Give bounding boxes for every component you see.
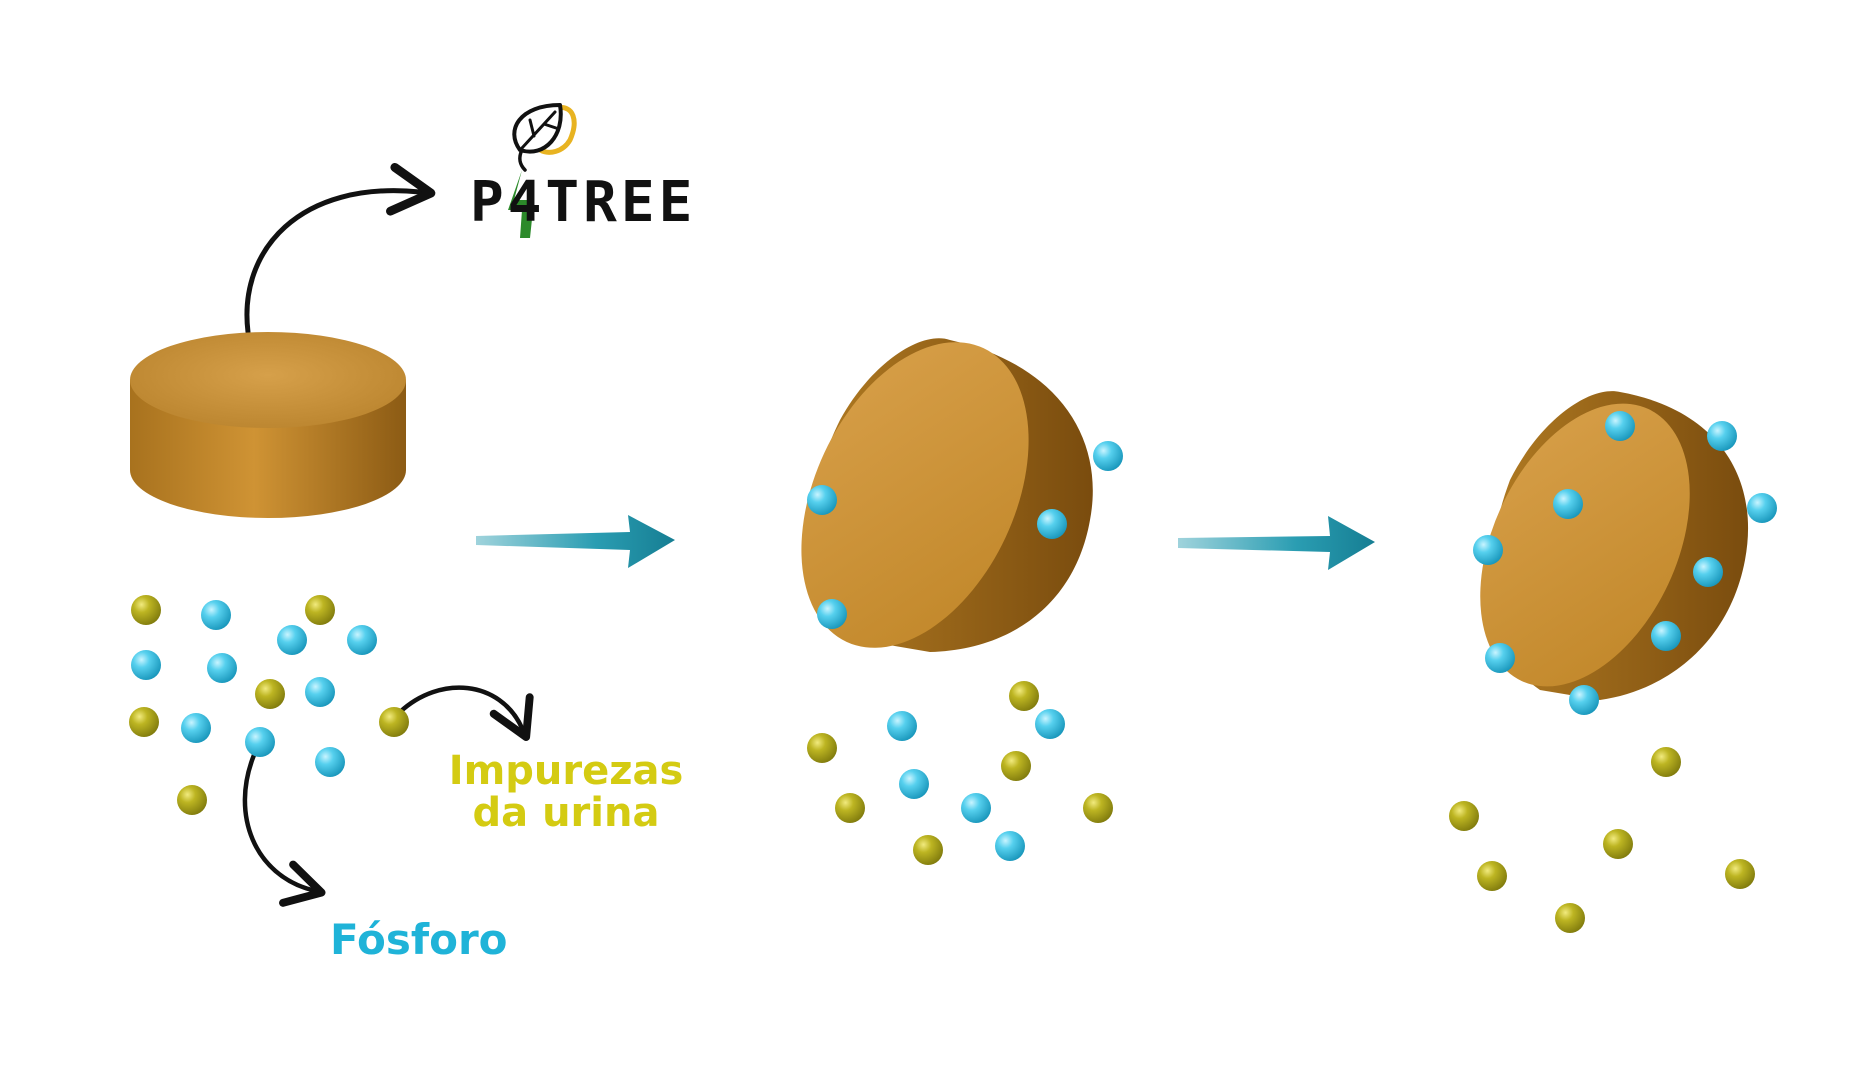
impurity-particle <box>1603 829 1633 859</box>
arrow-to-impurities <box>397 685 534 741</box>
phosphorus-particle <box>315 747 345 777</box>
arrow-to-phosphorus <box>242 752 326 907</box>
impurity-particle <box>913 835 943 865</box>
process-arrow-2 <box>1178 516 1375 570</box>
adsorbent-disc-initial <box>130 332 406 518</box>
phosphorus-particle <box>1473 535 1503 565</box>
adsorbent-disc-partial <box>801 338 1093 652</box>
impurity-particle <box>177 785 207 815</box>
phosphorus-particle <box>1747 493 1777 523</box>
phosphorus-particle <box>961 793 991 823</box>
phosphorus-particle <box>1707 421 1737 451</box>
adsorbent-disc-full <box>1480 391 1749 700</box>
logo-wordmark: P4TREE <box>470 170 697 235</box>
impurity-particle <box>1001 751 1031 781</box>
arrow-to-logo <box>244 162 436 335</box>
phosphorus-particle <box>1553 489 1583 519</box>
particles <box>129 411 1777 933</box>
impurities-label: Impurezas da urina <box>446 750 686 834</box>
phosphorus-particle <box>1037 509 1067 539</box>
phosphorus-particle <box>995 831 1025 861</box>
impurity-particle <box>1725 859 1755 889</box>
phosphorus-particle <box>347 625 377 655</box>
impurity-particle <box>1477 861 1507 891</box>
impurities-label-line1: Impurezas <box>448 748 684 794</box>
phosphorus-particle <box>277 625 307 655</box>
impurity-particle <box>807 733 837 763</box>
phosphorus-particle <box>1093 441 1123 471</box>
phosphorus-particle <box>887 711 917 741</box>
impurity-particle <box>305 595 335 625</box>
phosphorus-particle <box>1569 685 1599 715</box>
phosphorus-particle <box>1605 411 1635 441</box>
phosphorus-particle <box>817 599 847 629</box>
phosphorus-particle <box>201 600 231 630</box>
logo-figure-icon <box>508 170 534 238</box>
impurity-particle <box>835 793 865 823</box>
phosphorus-particle <box>1693 557 1723 587</box>
phosphorus-particle <box>899 769 929 799</box>
phosphorus-particle <box>807 485 837 515</box>
phosphorus-particle <box>131 650 161 680</box>
phosphorus-particle <box>1485 643 1515 673</box>
leaf-icon <box>508 103 577 238</box>
impurity-particle <box>379 707 409 737</box>
impurity-particle <box>1083 793 1113 823</box>
process-arrow-1 <box>476 515 675 568</box>
logo <box>508 103 577 238</box>
impurity-particle <box>131 595 161 625</box>
phosphorus-particle <box>207 653 237 683</box>
phosphorus-particle <box>245 727 275 757</box>
impurity-particle <box>255 679 285 709</box>
impurity-particle <box>1009 681 1039 711</box>
phosphorus-particle <box>1035 709 1065 739</box>
phosphorus-label: Fósforo <box>330 915 508 964</box>
phosphorus-particle <box>1651 621 1681 651</box>
impurity-particle <box>1651 747 1681 777</box>
phosphorus-particle <box>305 677 335 707</box>
phosphorus-particle <box>181 713 211 743</box>
impurity-particle <box>1555 903 1585 933</box>
impurity-particle <box>1449 801 1479 831</box>
impurities-label-line2: da urina <box>472 790 660 836</box>
impurity-particle <box>129 707 159 737</box>
